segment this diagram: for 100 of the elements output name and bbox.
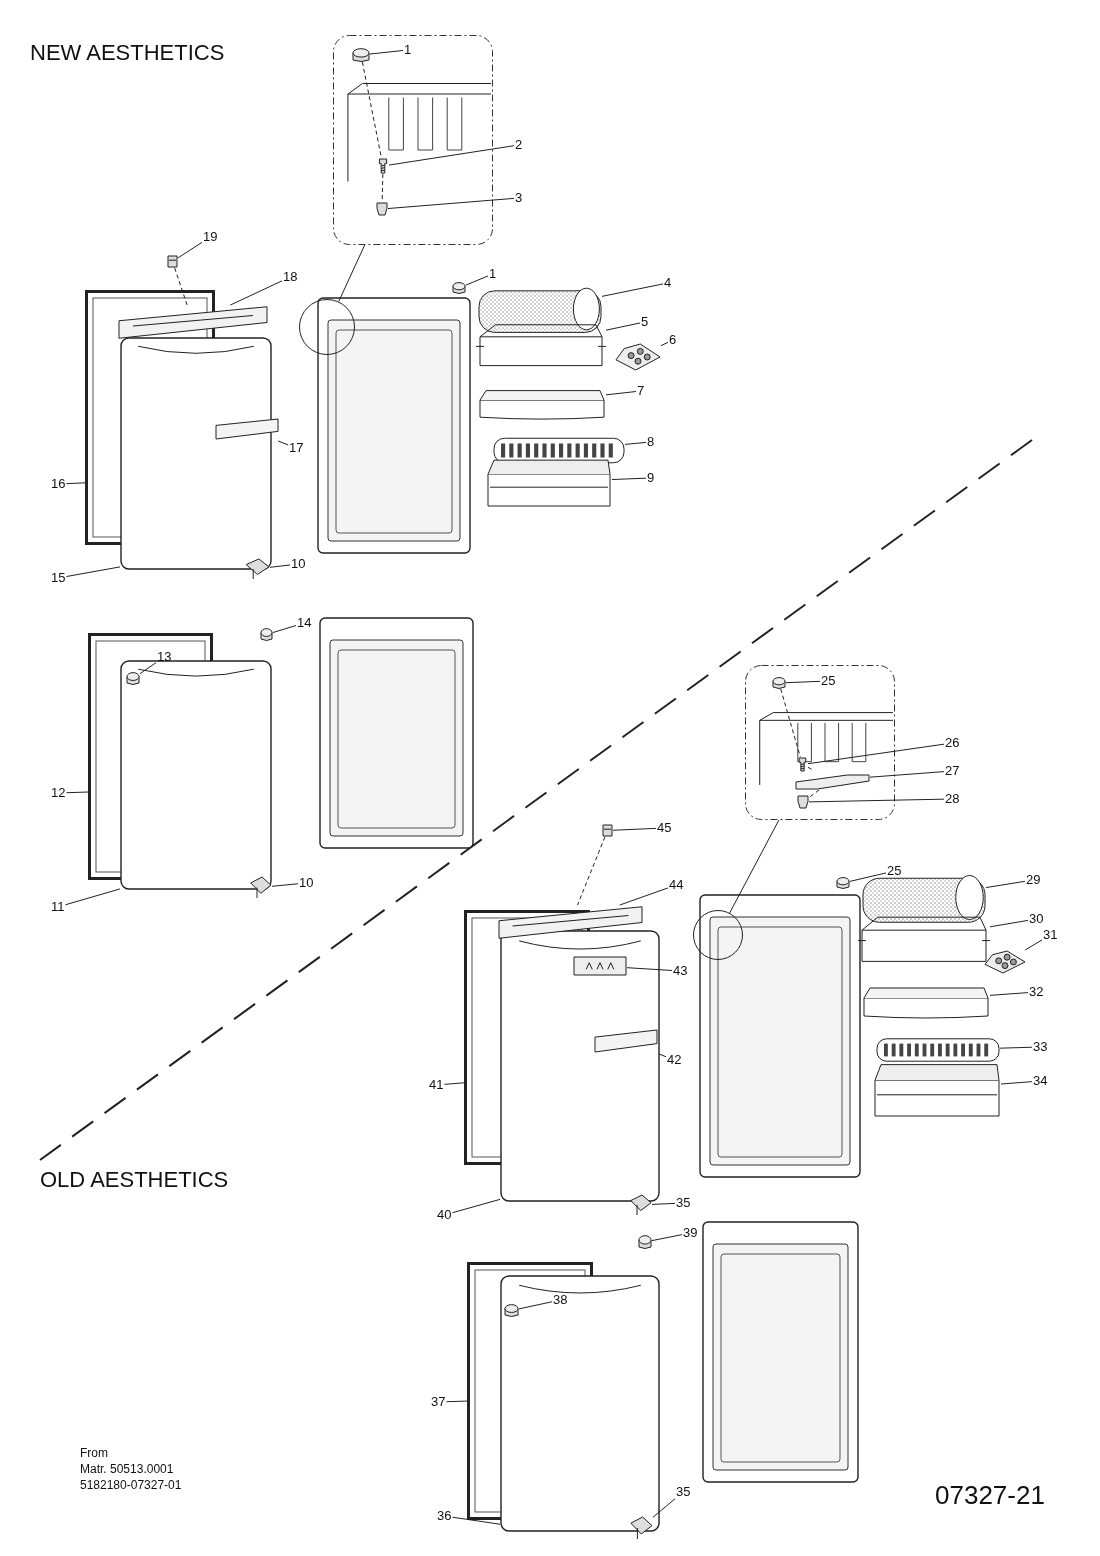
callout-number: 28	[944, 792, 961, 806]
leader-line	[272, 625, 297, 633]
callout-number: 8	[646, 435, 656, 449]
leader-line	[269, 564, 291, 568]
leader-line	[65, 566, 121, 577]
assembly-line	[174, 267, 188, 306]
callout-number: 44	[668, 878, 685, 892]
leader-line	[1000, 1081, 1033, 1085]
leader-line	[443, 1082, 465, 1085]
callout-number: 2	[514, 138, 524, 152]
leader-line	[338, 244, 366, 303]
cap	[352, 48, 370, 62]
leader-line	[65, 888, 121, 906]
hinge	[627, 1194, 652, 1216]
callout-number: 25	[820, 674, 837, 688]
callout-number: 10	[290, 557, 307, 571]
leader-line	[1024, 939, 1043, 951]
leader-line	[65, 482, 86, 485]
callout-number: 39	[682, 1226, 699, 1240]
callout-number: 30	[1028, 912, 1045, 926]
callout-number: 31	[1042, 928, 1059, 942]
assembly-line	[808, 789, 820, 799]
leader-line	[729, 819, 780, 914]
callout-number: 11	[50, 900, 66, 914]
nameplate	[214, 417, 280, 441]
callout-number: 25	[886, 864, 903, 878]
callout-number: 27	[944, 764, 961, 778]
leader-line	[229, 280, 283, 306]
leader-line	[451, 1516, 501, 1525]
callout-number: 1	[488, 267, 498, 281]
callout-number: 45	[656, 821, 673, 835]
cap	[260, 628, 273, 641]
leader-line	[651, 1202, 676, 1205]
callout-number: 3	[514, 191, 524, 205]
note-text: 5182180-07327-01	[80, 1478, 182, 1492]
leader-line	[271, 883, 299, 887]
callout-number: 33	[1032, 1040, 1049, 1054]
leader-line	[869, 771, 945, 778]
section-title: OLD AESTHETICS	[40, 1167, 229, 1193]
leader-line	[451, 1198, 501, 1214]
leader-line	[445, 1400, 468, 1403]
leader-line	[658, 1053, 667, 1058]
egg-tray	[984, 950, 1026, 974]
leader-line	[139, 662, 157, 675]
door-panel	[500, 930, 660, 1202]
callout-number: 43	[672, 964, 689, 978]
leader-line	[999, 1046, 1033, 1049]
leader-line	[65, 791, 89, 794]
leader-line	[808, 798, 945, 803]
callout-number: 4	[663, 276, 673, 290]
callout-number: 10	[298, 876, 315, 890]
leader-line	[387, 197, 515, 209]
callout-number: 41	[428, 1078, 445, 1092]
callout-number: 26	[944, 736, 961, 750]
door-top-trim	[118, 305, 268, 340]
callout-number: 38	[552, 1293, 569, 1307]
leader-line	[605, 391, 637, 396]
callout-number: 1	[403, 43, 413, 57]
cap	[638, 1235, 652, 1249]
hinge	[627, 1516, 653, 1540]
leader-line	[985, 880, 1026, 889]
leader-line	[660, 341, 669, 347]
callout-number: 15	[50, 571, 67, 585]
hinge	[247, 876, 272, 899]
callout-number: 42	[666, 1053, 683, 1067]
callout-number: 35	[675, 1196, 692, 1210]
door-panel	[500, 1275, 660, 1532]
cap	[772, 677, 786, 689]
callout-number: 19	[202, 230, 219, 244]
leader-line	[605, 322, 641, 331]
leader-line	[849, 872, 887, 882]
leader-line	[785, 680, 821, 684]
drawing-number: 07327-21	[935, 1480, 1045, 1511]
leader-line	[989, 919, 1029, 928]
leader-line	[651, 1234, 683, 1242]
leader-line	[177, 241, 203, 259]
leader-line	[626, 967, 673, 971]
callout-number: 7	[636, 384, 646, 398]
door-panel	[120, 660, 272, 890]
leader-line	[624, 441, 647, 445]
callout-number: 17	[288, 441, 305, 455]
leader-line	[465, 275, 489, 286]
magnifier-circle	[299, 299, 355, 355]
clip	[167, 255, 178, 268]
callout-number: 34	[1032, 1074, 1049, 1088]
note-text: Matr. 50513.0001	[80, 1462, 174, 1476]
bushing	[797, 795, 809, 809]
cap	[836, 877, 850, 889]
door-panel	[120, 337, 272, 570]
leader-line	[388, 145, 515, 166]
detail-inset	[333, 35, 493, 245]
screw	[377, 158, 389, 174]
door-top-trim	[498, 905, 643, 940]
callout-number: 5	[640, 315, 650, 329]
clip	[602, 824, 613, 837]
callout-number: 14	[296, 616, 313, 630]
leader-line	[277, 440, 289, 446]
callout-number: 16	[50, 477, 67, 491]
cap	[452, 282, 466, 294]
callout-number: 12	[50, 786, 67, 800]
